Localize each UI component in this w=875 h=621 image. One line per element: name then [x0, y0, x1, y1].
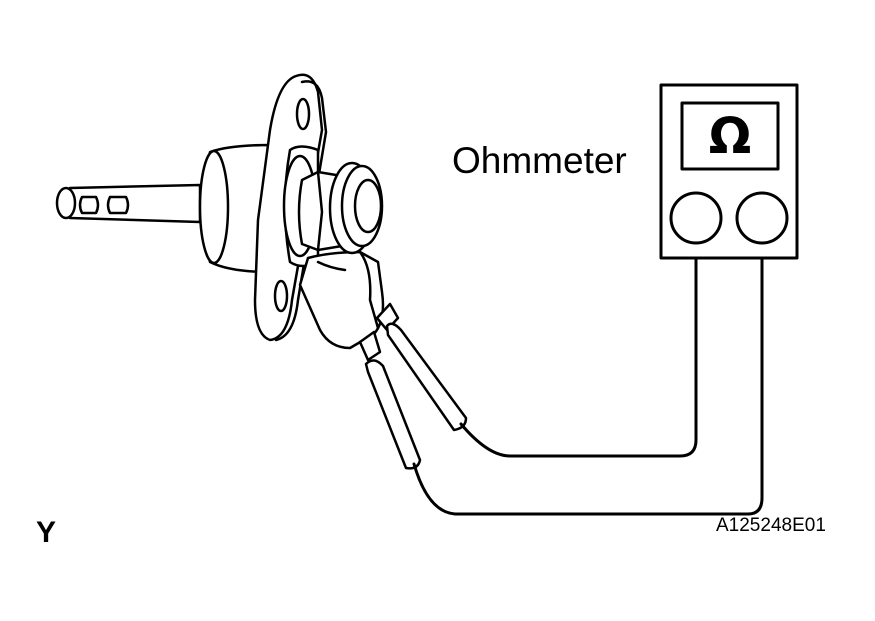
ohmmeter: [659, 83, 799, 260]
sensor-body: [198, 143, 272, 274]
view-label: Y: [36, 516, 57, 549]
shaft-slot-1: [78, 195, 100, 215]
flange-hole-bottom: [273, 279, 289, 313]
ohm-symbol: Ω: [708, 107, 752, 165]
lead-wires: [412, 238, 764, 516]
shaft-slot-2: [106, 195, 130, 215]
probe-upper: [375, 302, 468, 432]
ohmmeter-label: Ohmmeter: [452, 140, 627, 181]
ohmmeter-terminal-left: [669, 191, 723, 245]
round-cap: [328, 161, 384, 255]
probe-lower: [358, 330, 422, 470]
ohmmeter-terminal-right: [735, 191, 789, 245]
lead-wire-lower: [412, 238, 764, 516]
flange-hole-top: [295, 97, 311, 131]
figure-code: A125248E01: [716, 515, 826, 536]
shaft: [55, 183, 202, 224]
lead-wire-upper: [459, 238, 698, 458]
ohmmeter-display: [680, 101, 780, 171]
